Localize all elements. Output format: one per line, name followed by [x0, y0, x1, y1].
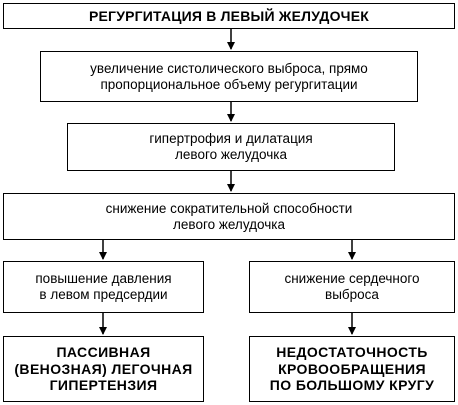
- right-branch-line2: выброса: [325, 287, 379, 302]
- left-outcome-line3: ГИПЕРТЕНЗИЯ: [49, 377, 158, 394]
- right-outcome-box: НЕДОСТАТОЧНОСТЬ КРОВООБРАЩЕНИЯ ПО БОЛЬШО…: [249, 336, 455, 402]
- title-text: РЕГУРГИТАЦИЯ В ЛЕВЫЙ ЖЕЛУДОЧЕК: [88, 7, 369, 24]
- right-outcome-line2: КРОВООБРАЩЕНИЯ: [278, 360, 426, 377]
- step3-box: снижение сократительной способности лево…: [3, 193, 455, 240]
- step1-line2: пропорциональное объему регургитации: [100, 76, 358, 92]
- left-outcome-line1: ПАССИВНАЯ: [56, 344, 151, 361]
- left-branch-line1: повышение давления: [35, 271, 172, 287]
- right-branch-box: снижение сердечного выброса: [249, 261, 455, 313]
- left-outcome-line2: (ВЕНОЗНАЯ) ЛЕГОЧНАЯ: [14, 360, 193, 377]
- step1-line1: увеличение систолического выброса, прямо: [90, 60, 368, 76]
- step2-line2: левого желудочка: [175, 147, 287, 162]
- title-box: РЕГУРГИТАЦИЯ В ЛЕВЫЙ ЖЕЛУДОЧЕК: [3, 3, 455, 29]
- left-branch-line2: в левом предсердии: [39, 287, 168, 302]
- left-outcome-box: ПАССИВНАЯ (ВЕНОЗНАЯ) ЛЕГОЧНАЯ ГИПЕРТЕНЗИ…: [3, 336, 204, 402]
- right-branch-line1: снижение сердечного: [284, 271, 420, 287]
- right-outcome-line3: ПО БОЛЬШОМУ КРУГУ: [269, 377, 435, 394]
- step3-line2: левого желудочка: [173, 216, 285, 232]
- step3-line1: снижение сократительной способности: [105, 200, 353, 216]
- step2-line1: гипертрофия и дилатация: [149, 131, 313, 147]
- step1-box: увеличение систолического выброса, прямо…: [40, 51, 418, 102]
- left-branch-box: повышение давления в левом предсердии: [3, 261, 204, 313]
- step2-box: гипертрофия и дилатация левого желудочка: [67, 123, 395, 171]
- right-outcome-line1: НЕДОСТАТОЧНОСТЬ: [276, 344, 428, 361]
